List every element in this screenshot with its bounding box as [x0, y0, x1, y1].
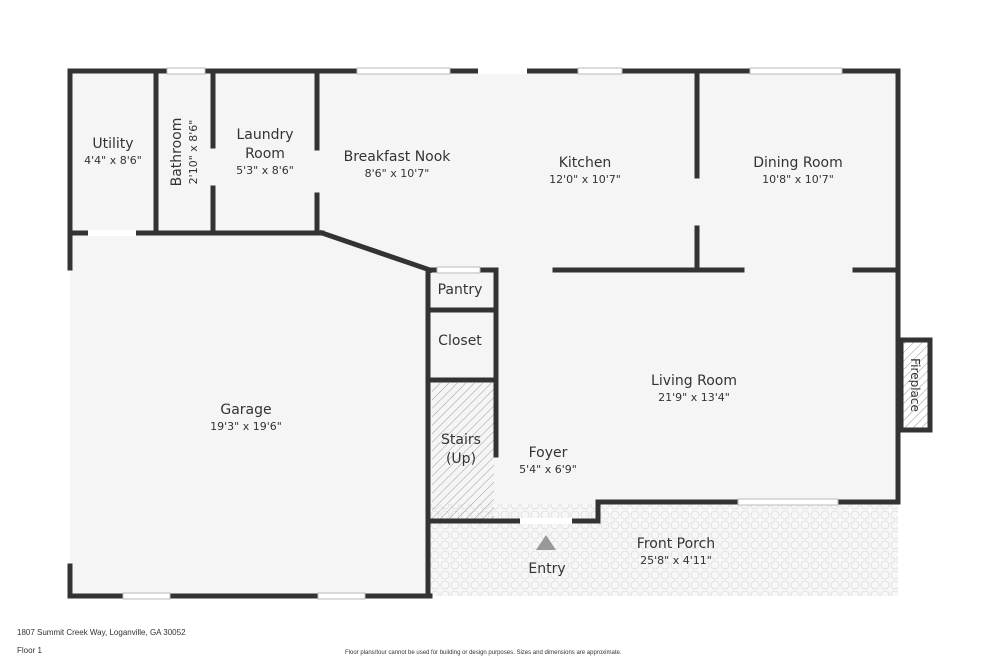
closet-label: Closet — [438, 333, 482, 349]
bathroom-label: Bathroom — [169, 118, 185, 187]
laundry-dim: 5'3" x 8'6" — [236, 164, 294, 177]
floor-label: Floor 1 — [17, 646, 42, 655]
entry-label: Entry — [528, 561, 565, 577]
porch-dim: 25'8" x 4'11" — [640, 554, 712, 567]
living-dim: 21'9" x 13'4" — [658, 391, 730, 404]
stairs-label-1: Stairs — [441, 432, 481, 448]
laundry-label-1: Laundry — [236, 127, 293, 143]
dining-dim: 10'8" x 10'7" — [762, 173, 834, 186]
garage-dim: 19'3" x 19'6" — [210, 420, 282, 433]
kitchen-label: Kitchen — [559, 155, 612, 171]
nook-label: Breakfast Nook — [344, 149, 452, 165]
bathroom-dim: 2'10" x 8'6" — [187, 120, 200, 185]
disclaimer: Floor plans/tour cannot be used for buil… — [345, 650, 622, 656]
utility-dim: 4'4" x 8'6" — [84, 154, 142, 167]
house-floor — [70, 71, 898, 596]
foyer-label: Foyer — [529, 445, 568, 461]
address: 1807 Summit Creek Way, Loganville, GA 30… — [17, 628, 186, 637]
nook-dim: 8'6" x 10'7" — [365, 167, 430, 180]
garage-label: Garage — [220, 402, 271, 418]
fireplace-label: Fireplace — [908, 358, 922, 412]
dining-label: Dining Room — [753, 155, 843, 171]
utility-label: Utility — [92, 136, 133, 152]
fireplace-hatch — [898, 337, 933, 433]
kitchen-dim: 12'0" x 10'7" — [549, 173, 621, 186]
porch-label: Front Porch — [637, 536, 715, 552]
stairs-hatch — [432, 383, 494, 519]
living-label: Living Room — [651, 373, 737, 389]
foyer-dim: 5'4" x 6'9" — [519, 463, 577, 476]
windows — [88, 67, 843, 600]
entry-arrow-icon — [536, 535, 556, 550]
pantry-label: Pantry — [438, 282, 483, 298]
laundry-label-2: Room — [245, 146, 285, 162]
stairs-label-2: (Up) — [446, 451, 476, 467]
